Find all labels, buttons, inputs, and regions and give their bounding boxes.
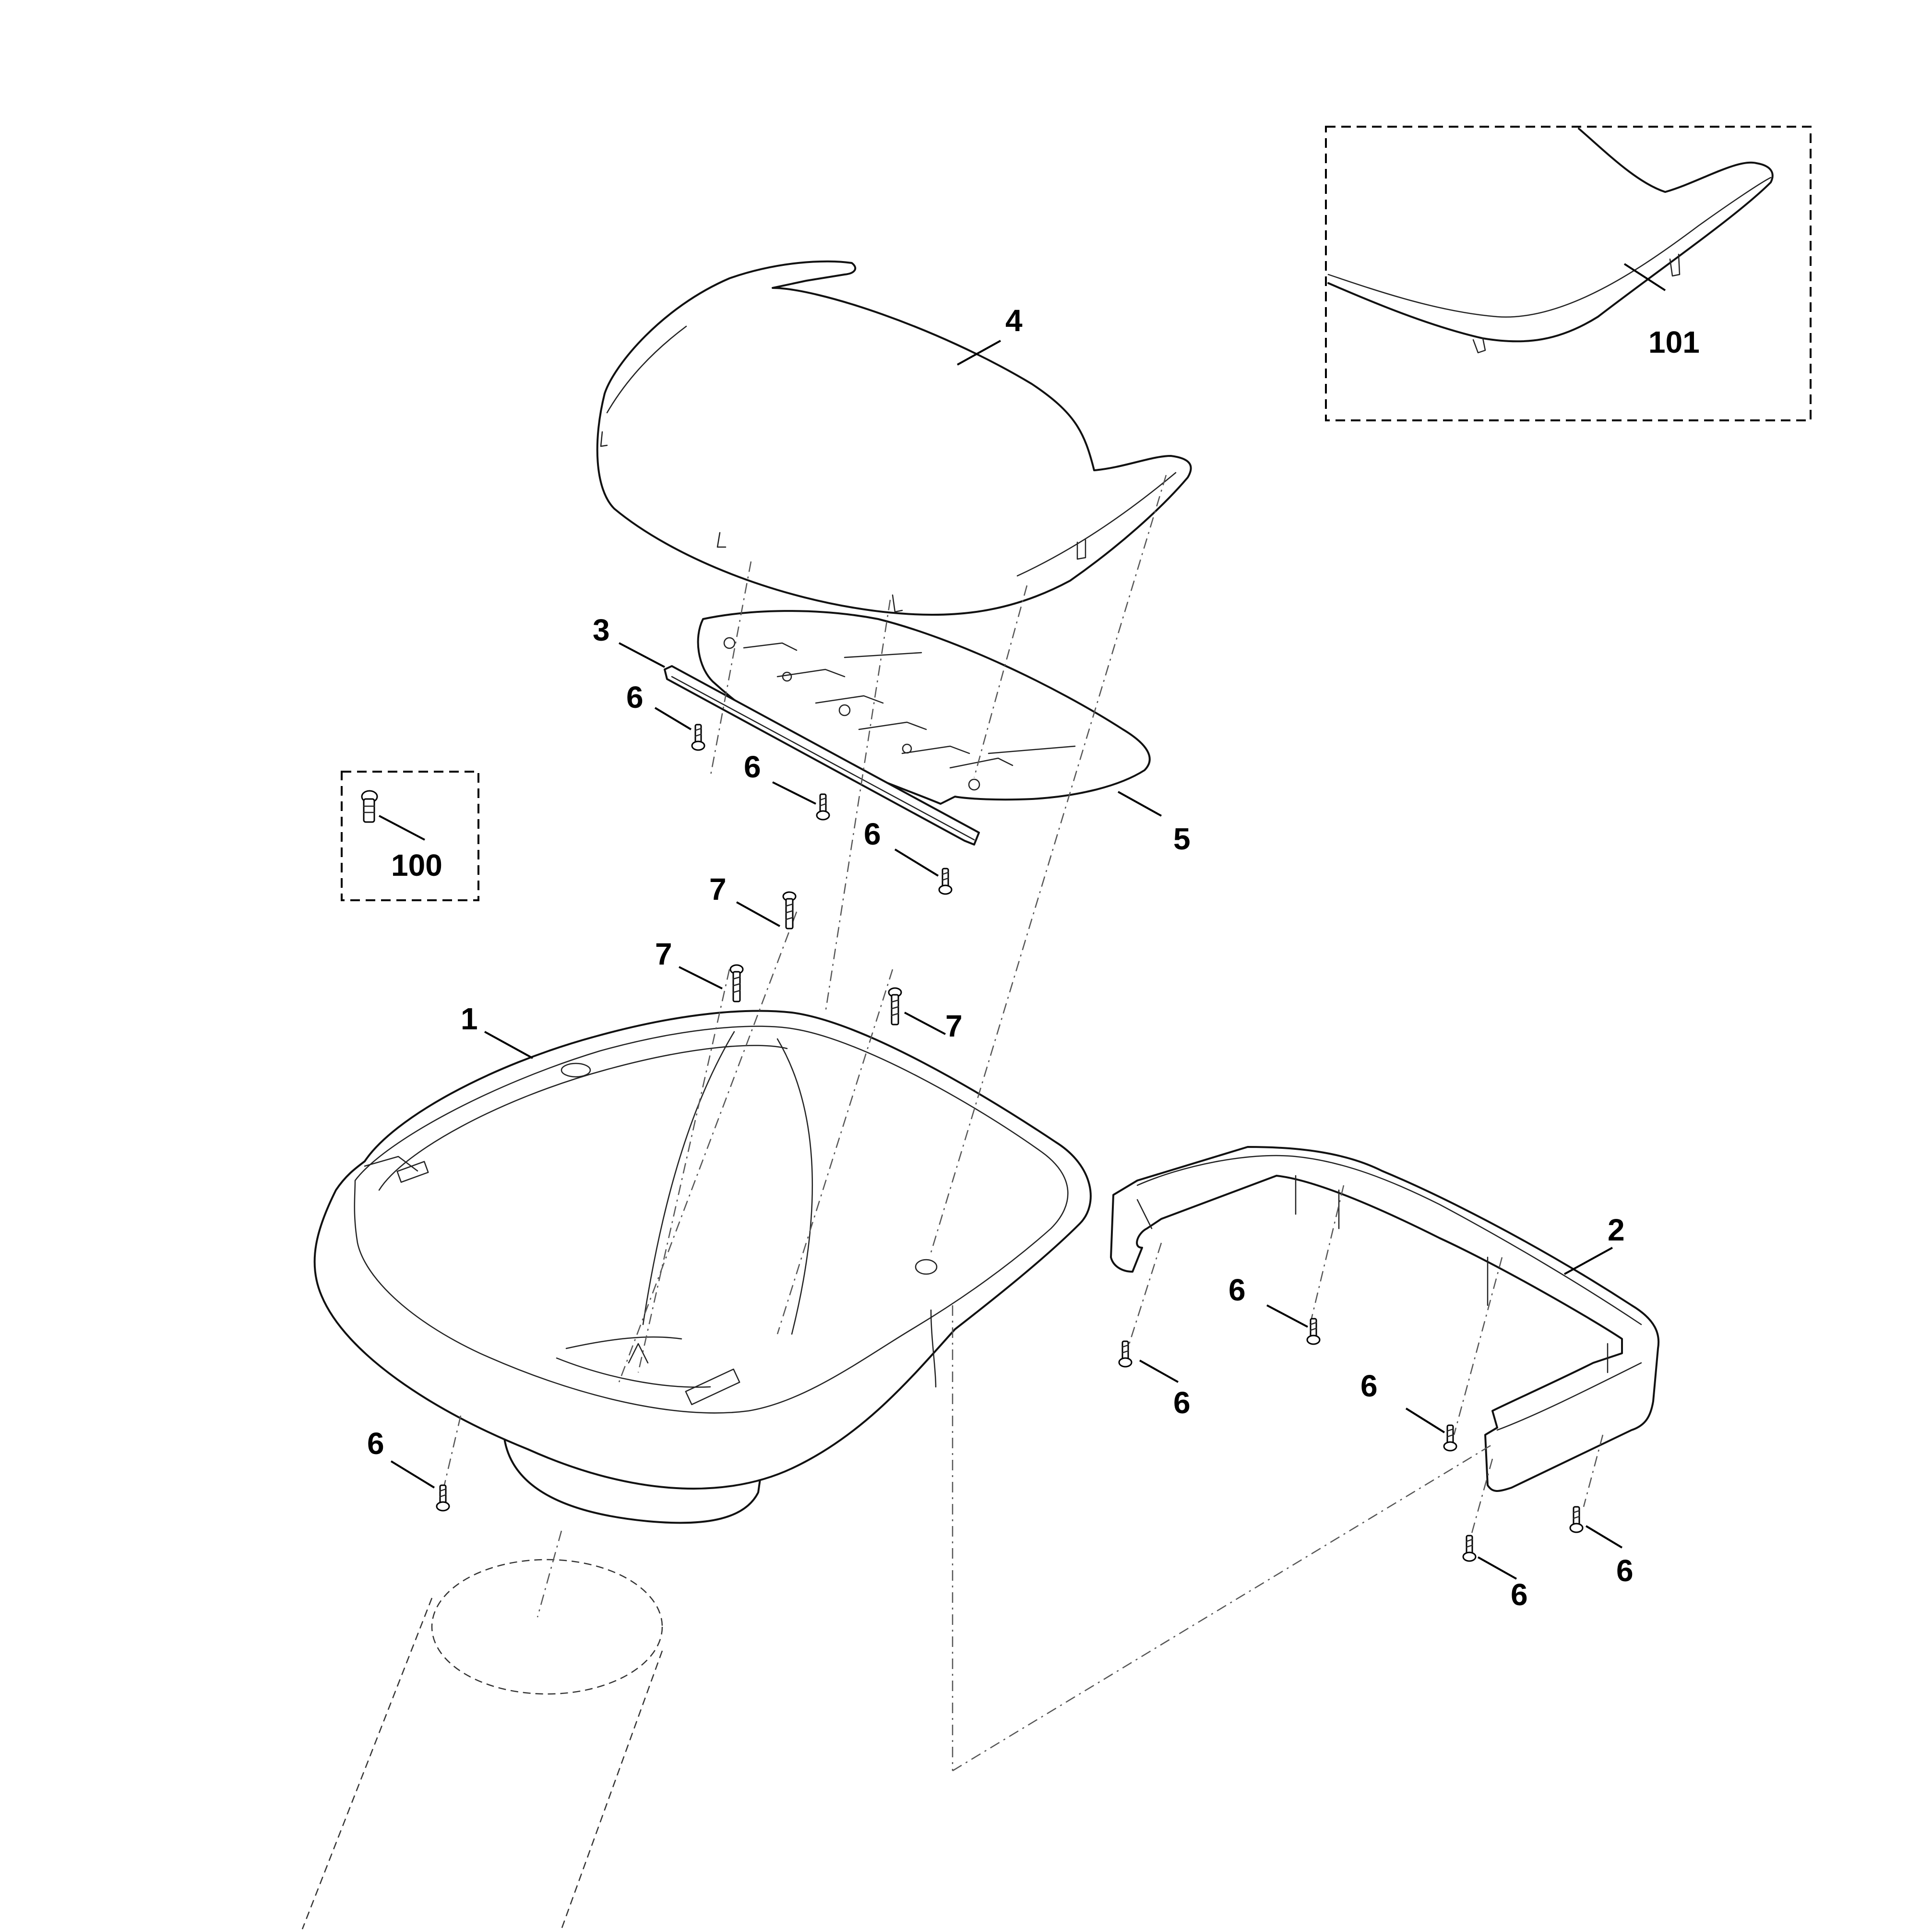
detail-box-101: 101	[1325, 126, 1812, 421]
callout-100: 100	[391, 848, 442, 883]
callout-6-g: 6	[1360, 1369, 1378, 1403]
callout-2: 2	[1608, 1213, 1625, 1247]
callout-6-c: 6	[864, 817, 881, 851]
screw-6-e	[1118, 1340, 1133, 1368]
callout-5: 5	[1173, 822, 1191, 856]
callout-6-a: 6	[626, 680, 644, 715]
callouts-6-7: 6 6 6 6 6 6 6 6 6 7 7 7	[367, 680, 1634, 1612]
screws	[436, 724, 1584, 1562]
screw-6-d	[436, 1484, 450, 1512]
callout-6-f: 6	[1228, 1273, 1246, 1307]
part-3-strip: 3	[593, 613, 980, 846]
screw-6-h	[1462, 1535, 1477, 1562]
callout-7-a: 7	[709, 872, 727, 906]
screw-6-b	[816, 793, 830, 821]
screw-6-g	[1443, 1424, 1457, 1452]
callout-6-d: 6	[367, 1426, 384, 1461]
screw-6-i	[1569, 1506, 1584, 1533]
assembly-guide-lines	[441, 475, 1604, 1772]
screw-7-b	[729, 964, 744, 1002]
screw-6-c	[938, 868, 953, 895]
screw-icon-100	[361, 790, 378, 823]
screw-6-f	[1306, 1318, 1321, 1345]
screw-7-c	[888, 987, 902, 1026]
callout-7-c: 7	[945, 1009, 963, 1043]
callout-6-h: 6	[1511, 1577, 1528, 1612]
callout-6-b: 6	[744, 750, 761, 784]
callout-3: 3	[593, 613, 610, 647]
screw-6-a	[691, 724, 705, 751]
part-1-hopper: 1	[313, 1002, 1092, 1524]
screw-7-a	[782, 891, 797, 930]
callout-4: 4	[1005, 303, 1023, 338]
callout-101: 101	[1648, 325, 1700, 359]
part-5-plate: 5	[697, 610, 1191, 856]
callout-6-e: 6	[1173, 1385, 1191, 1420]
callout-6-i: 6	[1616, 1553, 1634, 1588]
callout-1: 1	[461, 1002, 478, 1036]
callout-7-b: 7	[655, 937, 672, 971]
part-4-cover: 4	[596, 260, 1192, 616]
part-2-shroud: 2	[1110, 1146, 1660, 1492]
detail-box-100: 100	[341, 771, 479, 901]
chute-tube-outline	[301, 1559, 663, 1930]
